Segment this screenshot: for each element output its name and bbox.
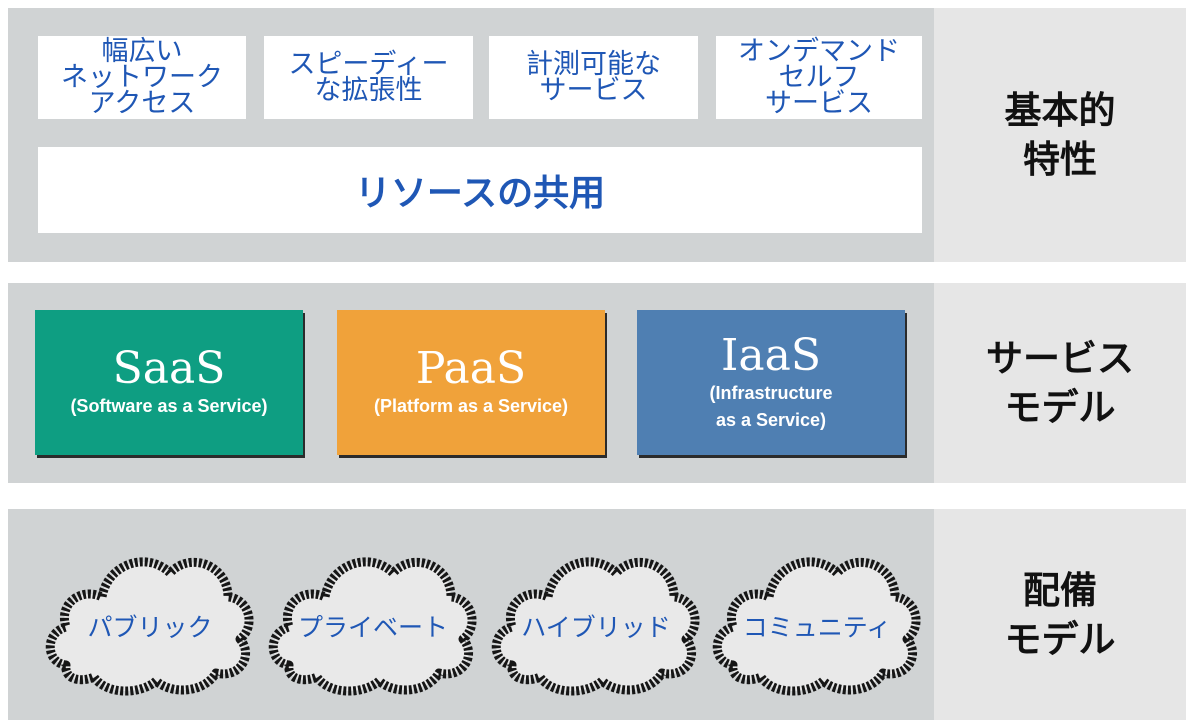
iaas-box: IaaS (Infrastructure as a Service): [637, 310, 905, 455]
deployment-models-label: 配備 モデル: [1004, 568, 1116, 661]
cloud-community: コミュニティ: [711, 535, 923, 705]
cloud-icon: [45, 557, 254, 696]
iaas-desc: (Infrastructure as a Service): [709, 382, 833, 430]
cloud-icon: [491, 557, 700, 696]
paas-box: PaaS (Platform as a Service): [337, 310, 605, 455]
cloud-icon: [712, 557, 921, 696]
characteristic-broad-network-access: 幅広い ネットワーク アクセス: [38, 36, 246, 119]
paas-name: PaaS: [415, 343, 527, 394]
cloud-community-label: コミュニティ: [742, 613, 892, 642]
resource-pooling: リソースの共用: [38, 147, 922, 233]
service-models-label: サービス モデル: [986, 337, 1134, 429]
characteristics-label: 基本的 特性: [1004, 89, 1116, 181]
saas-name: SaaS: [112, 343, 226, 394]
cloud-icon: [268, 557, 477, 696]
cloud-public: パブリック: [44, 535, 256, 705]
characteristic-rapid-elasticity: スピーディー な拡張性: [264, 36, 473, 119]
saas-desc: (Software as a Service): [70, 396, 268, 416]
service-models-side: サービス モデル: [934, 283, 1186, 483]
cloud-hybrid: ハイブリッド: [490, 535, 702, 705]
cloud-hybrid-label: ハイブリッド: [521, 613, 671, 642]
deployment-models-side: 配備 モデル: [934, 509, 1186, 720]
cloud-private-label: プライベート: [297, 613, 448, 642]
characteristic-on-demand-self-service: オンデマンド セルフ サービス: [716, 36, 922, 119]
saas-box: SaaS (Software as a Service): [35, 310, 303, 455]
characteristic-measured-service: 計測可能な サービス: [489, 36, 698, 119]
iaas-name: IaaS: [721, 329, 821, 381]
cloud-private: プライベート: [267, 535, 479, 705]
cloud-public-label: パブリック: [87, 613, 213, 642]
paas-desc: (Platform as a Service): [373, 396, 569, 416]
characteristics-side: 基本的 特性: [934, 8, 1186, 262]
